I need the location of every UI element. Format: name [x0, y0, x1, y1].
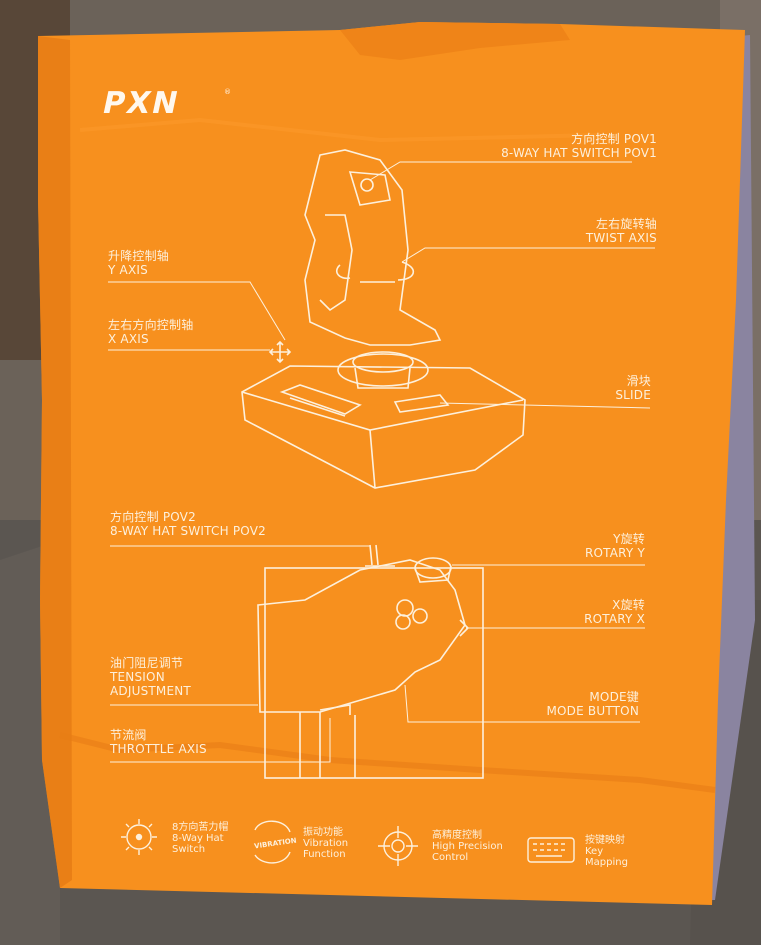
box-crease-2 — [79, 117, 601, 143]
callout-slide: 滑块 SLIDE — [615, 374, 651, 402]
callout-pov1-cn: 方向控制 POV1 — [571, 132, 657, 146]
slide-lever — [393, 394, 450, 413]
callout-pov1-en: 8-WAY HAT SWITCH POV1 — [501, 146, 657, 160]
crosshair-sun-icon — [121, 819, 157, 855]
callout-yaxis-cn: 升降控制轴 — [108, 249, 170, 263]
feature-icons — [121, 819, 575, 866]
callout-throttle-en: THROTTLE AXIS — [110, 742, 207, 756]
callout-pov1: 方向控制 POV1 8-WAY HAT SWITCH POV1 — [501, 132, 657, 160]
callout-rotary-x-cn: X旋转 — [612, 598, 645, 612]
feature-hat-switch: 8方向苦力帽 8-Way Hat Switch — [172, 822, 228, 855]
throttle-illustration — [257, 544, 484, 779]
registered-mark: ® — [224, 88, 231, 96]
callout-lines-top — [108, 161, 655, 409]
xy-cross-icon — [268, 340, 292, 364]
base-buttons — [279, 384, 362, 417]
keyboard-icon — [527, 837, 575, 863]
feature-precision-cn: 高精度控制 — [432, 830, 482, 841]
box-front-face — [38, 22, 745, 905]
pxn-logo: PXN — [99, 86, 183, 121]
box-torn-top — [340, 22, 570, 60]
callout-slide-cn: 滑块 — [626, 374, 651, 388]
callout-throttle-cn: 节流阀 — [110, 728, 147, 742]
callout-rotary-y-cn: Y旋转 — [613, 532, 645, 546]
feature-vibration-cn: 振动功能 — [303, 827, 343, 838]
callout-twist: 左右旋转轴 TWIST AXIS — [586, 217, 657, 245]
stick-grip — [304, 149, 442, 346]
callout-pov2-en: 8-WAY HAT SWITCH POV2 — [110, 524, 266, 538]
callout-rotary-x: X旋转 ROTARY X — [584, 598, 645, 626]
callout-twist-en: TWIST AXIS — [585, 231, 657, 245]
callout-pov2: 方向控制 POV2 8-WAY HAT SWITCH POV2 — [110, 510, 266, 538]
callout-tension-cn: 油门阻尼调节 — [110, 656, 184, 670]
callout-xaxis: 左右方向控制轴 X AXIS — [108, 318, 193, 346]
callout-mode: MODE键 MODE BUTTON — [546, 690, 639, 718]
callout-rotary-x-en: ROTARY X — [584, 612, 645, 626]
feature-hat-switch-cn: 8方向苦力帽 — [172, 822, 229, 833]
callout-yaxis: 升降控制轴 Y AXIS — [108, 249, 169, 277]
feature-hat-switch-en1: 8-Way Hat — [172, 833, 224, 844]
feature-vibration-en1: Vibration — [303, 838, 349, 849]
callout-mode-en: MODE BUTTON — [546, 704, 639, 718]
feature-vibration-en2: Function — [303, 849, 346, 860]
callout-rotary-y-en: ROTARY Y — [584, 546, 645, 560]
callout-rotary-y: Y旋转 ROTARY Y — [585, 532, 645, 560]
callout-tension-en2: ADJUSTMENT — [110, 684, 191, 698]
feature-precision-en2: Control — [432, 852, 469, 863]
vibration-icon — [254, 820, 291, 864]
callout-slide-en: SLIDE — [615, 388, 651, 402]
target-icon — [378, 826, 418, 866]
callout-tension: 油门阻尼调节 TENSION ADJUSTMENT — [110, 656, 191, 698]
callout-twist-cn: 左右旋转轴 — [595, 217, 657, 231]
box-shadow-left — [38, 36, 72, 888]
joystick-base — [241, 365, 526, 489]
feature-key-mapping-en1: Key — [585, 846, 604, 857]
callout-xaxis-cn: 左右方向控制轴 — [108, 318, 194, 332]
feature-vibration: 振动功能 Vibration Function — [303, 827, 348, 860]
feature-precision-en1: High Precision — [432, 841, 503, 852]
callout-mode-cn: MODE键 — [589, 690, 639, 704]
joystick-illustration — [241, 149, 526, 489]
feature-key-mapping-cn: 按键映射 — [585, 835, 625, 846]
feature-key-mapping: 按键映射 Key Mapping — [585, 835, 628, 868]
callout-xaxis-en: X AXIS — [108, 332, 149, 346]
feature-hat-switch-en2: Switch — [172, 844, 206, 855]
callout-throttle: 节流阀 THROTTLE AXIS — [110, 728, 207, 756]
feature-precision: 高精度控制 High Precision Control — [432, 830, 503, 863]
callout-pov2-cn: 方向控制 POV2 — [110, 510, 196, 524]
callout-lines-bottom — [110, 545, 645, 763]
callout-yaxis-en: Y AXIS — [108, 263, 148, 277]
callout-tension-en1: TENSION — [110, 670, 165, 684]
feature-key-mapping-en2: Mapping — [585, 857, 628, 868]
